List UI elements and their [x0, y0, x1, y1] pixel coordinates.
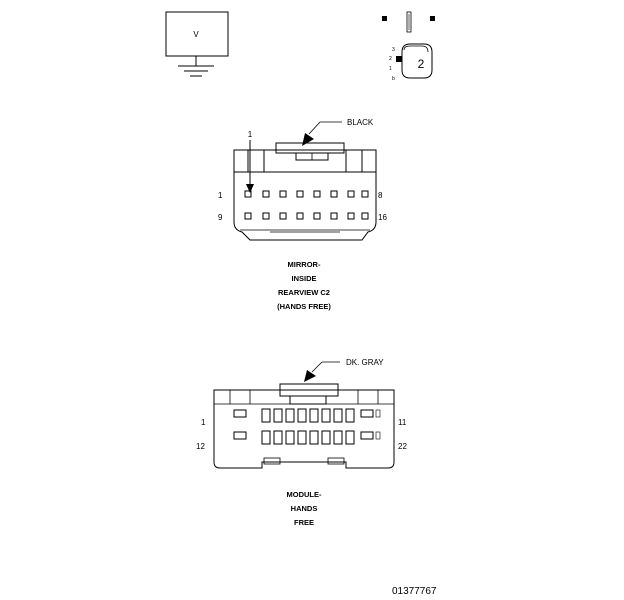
- module-pin-last-bottom: 22: [398, 442, 407, 451]
- probe-number: 2: [418, 57, 425, 71]
- module-pin-first-top: 1: [201, 418, 206, 427]
- probe-pin-label: 2: [389, 56, 392, 62]
- module-caption-line: FREE: [294, 518, 314, 527]
- ground-icon: [178, 56, 214, 77]
- c2-caption-line: INSIDE: [291, 274, 316, 283]
- probe-pin-label: 3: [392, 47, 395, 53]
- module-caption-line: HANDS: [291, 504, 318, 513]
- c2-caption-line: MIRROR-: [288, 260, 321, 269]
- module-pin-first-bottom: 12: [196, 442, 205, 451]
- module-pin-last-top: 11: [398, 418, 407, 427]
- c2-pin-last-bottom: 16: [378, 213, 387, 222]
- probe-pin-label: b: [392, 76, 395, 82]
- back-probe-icon: 2 3 2 1 b: [382, 11, 435, 82]
- figure-id: 01377767: [392, 586, 437, 597]
- voltmeter-icon: V: [165, 11, 229, 57]
- c2-pin-cavities: [244, 190, 369, 220]
- c2-pin-first-top: 1: [218, 191, 223, 200]
- c2-caption-line: (HANDS FREE): [277, 302, 331, 311]
- connector-module-drawing: DK. GRAY: [196, 358, 407, 527]
- c2-pin-first-bottom: 9: [218, 213, 223, 222]
- connector-c2-drawing: BLACK 1: [218, 118, 387, 311]
- module-caption-line: MODULE-: [287, 490, 322, 499]
- module-pin-cavities: [233, 408, 381, 445]
- c2-caption-line: REARVIEW C2: [278, 288, 330, 297]
- c2-pin-last-top: 8: [378, 191, 383, 200]
- module-color-callout: DK. GRAY: [346, 358, 384, 367]
- c2-pin-pointer-label: 1: [248, 130, 253, 139]
- voltmeter-label: V: [193, 30, 199, 39]
- c2-color-callout: BLACK: [347, 118, 374, 127]
- probe-pin-label: 1: [389, 66, 392, 72]
